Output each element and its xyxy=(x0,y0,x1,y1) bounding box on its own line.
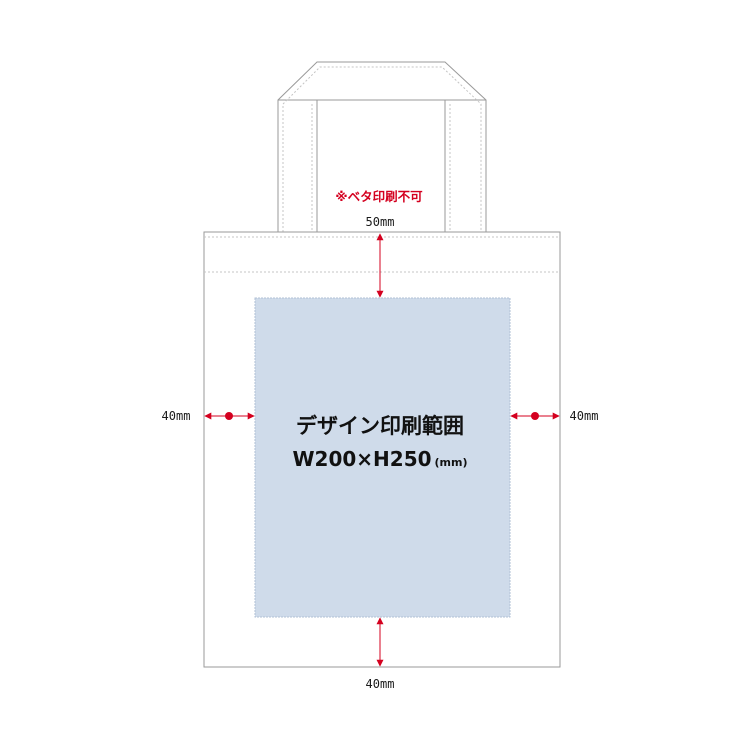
margin-top-label: 50mm xyxy=(366,215,395,229)
margin-left-label: 40mm xyxy=(162,409,191,423)
margin-right-dot xyxy=(531,412,539,420)
no-solid-print-note: ※ベタ印刷不可 xyxy=(335,189,423,204)
print-area xyxy=(254,297,511,618)
print-area-unit: (mm) xyxy=(435,456,468,469)
print-area-size: W200×H250 (mm) xyxy=(292,447,467,471)
print-area-dimensions: W200×H250 xyxy=(292,447,431,471)
margin-bottom-label: 40mm xyxy=(366,677,395,691)
margin-left-dot xyxy=(225,412,233,420)
bag-handle xyxy=(277,61,487,232)
margin-right-label: 40mm xyxy=(570,409,599,423)
print-area-title: デザイン印刷範囲 xyxy=(296,414,464,438)
